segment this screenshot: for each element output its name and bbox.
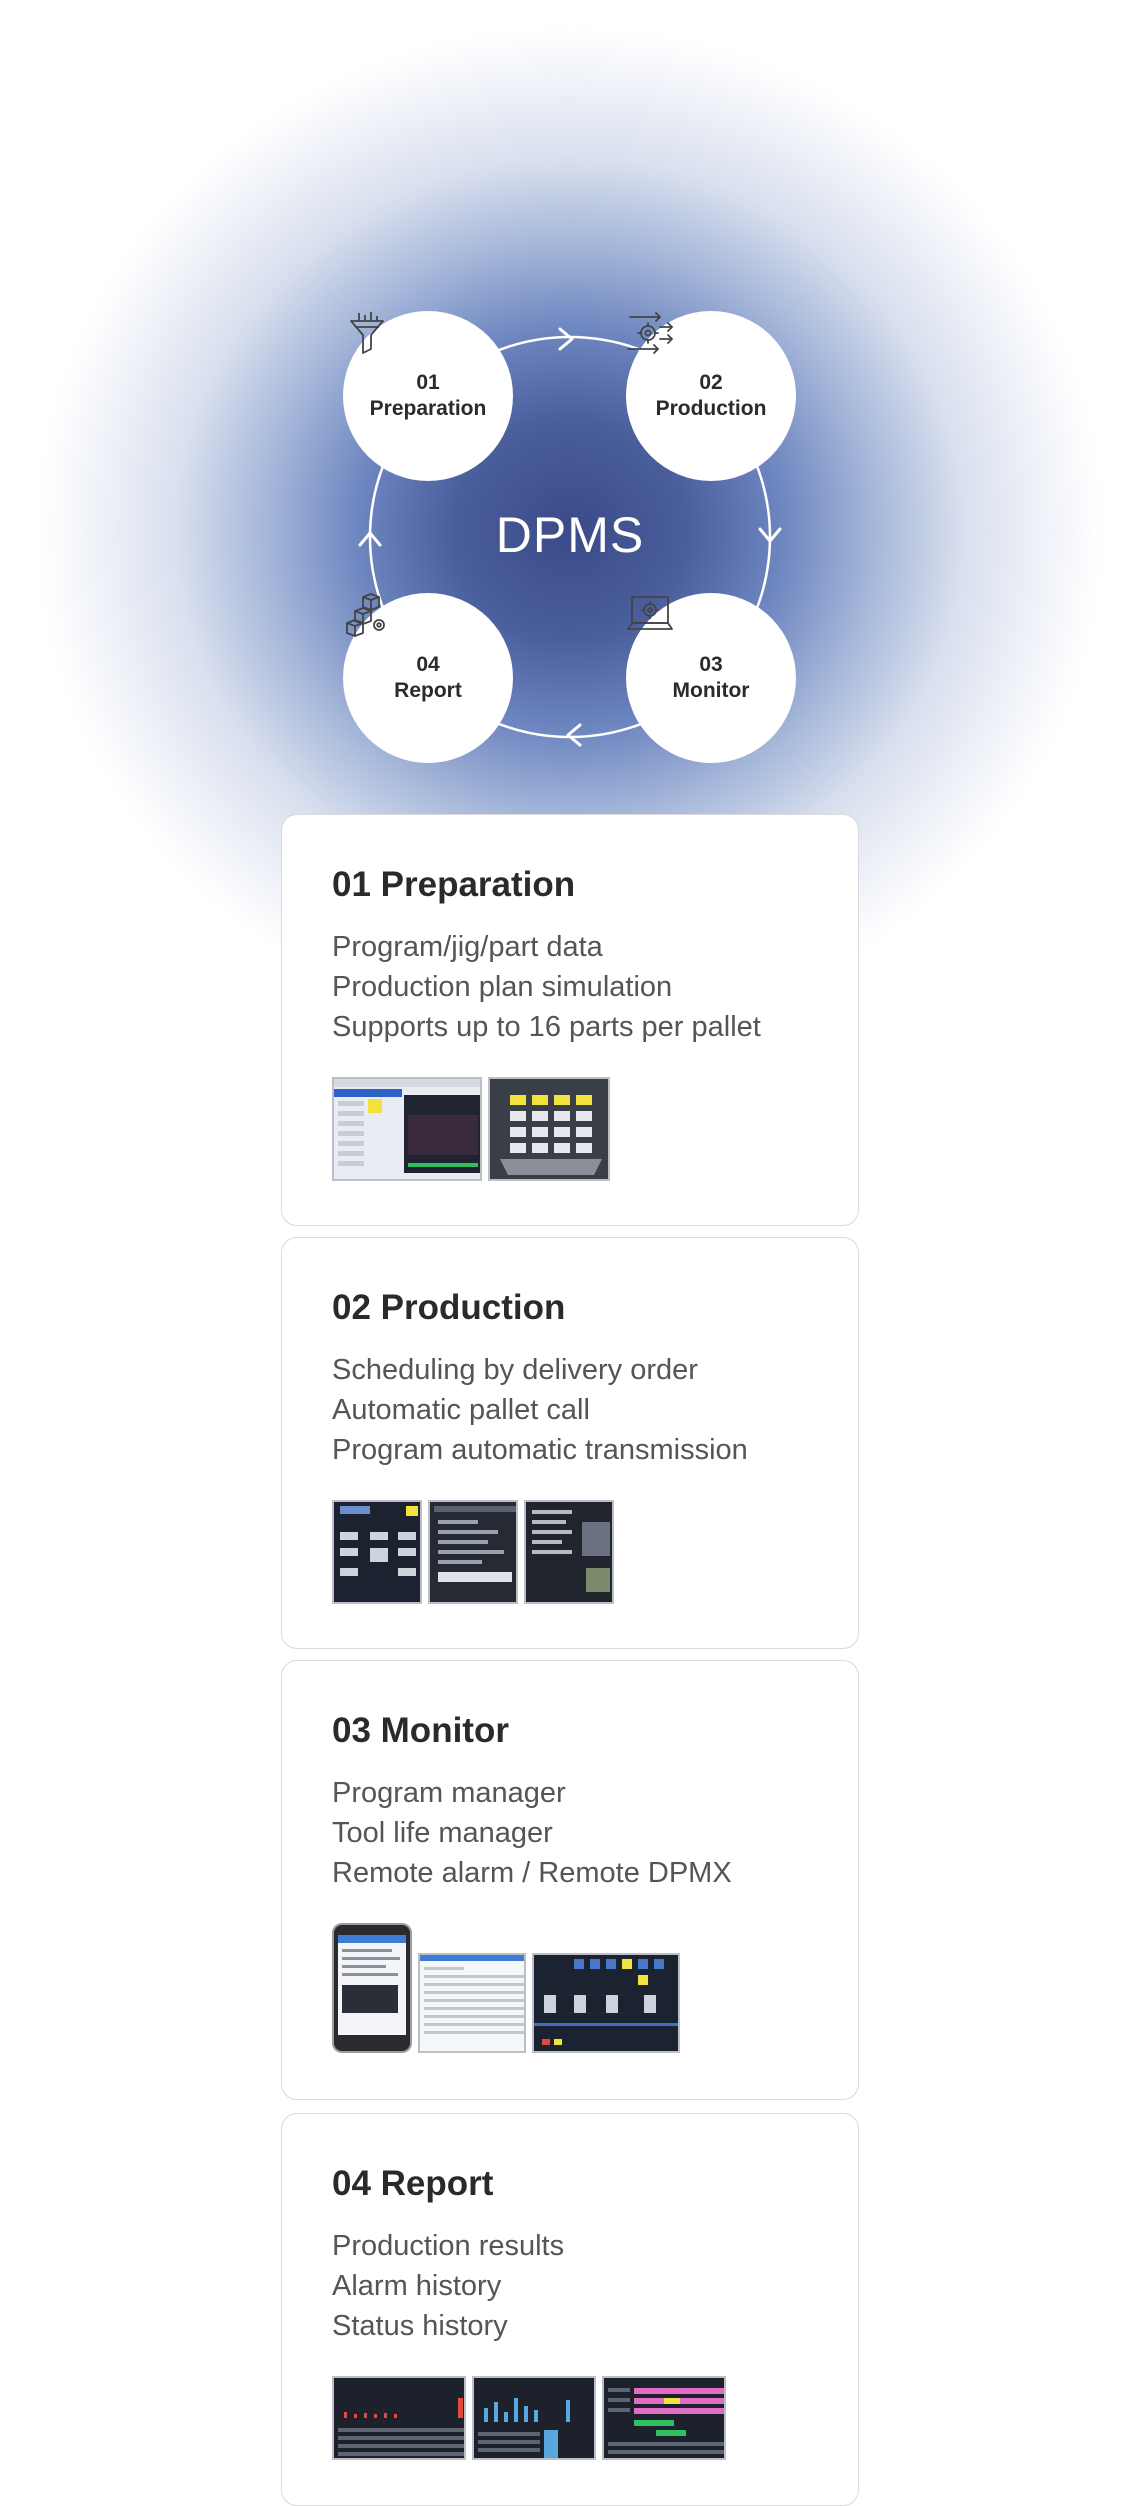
- step-node-preparation: 01 Preparation: [343, 311, 513, 481]
- feature-item: Program automatic transmission: [332, 1434, 748, 1466]
- step-number: 01: [416, 371, 440, 394]
- boxes-gear-icon: [346, 593, 385, 637]
- feature-list: Production results Alarm history Status …: [332, 2226, 858, 2346]
- feature-item: Scheduling by delivery order: [332, 1354, 698, 1386]
- screenshot-thumbnail: [472, 2376, 596, 2460]
- feature-item: Program/jig/part data: [332, 931, 603, 963]
- gear-arrows-icon: [627, 312, 674, 354]
- card-production: 02 Production Scheduling by delivery ord…: [281, 1237, 859, 1649]
- screenshot-thumbnail: [488, 1077, 610, 1181]
- feature-item: Production results: [332, 2230, 565, 2262]
- screenshot-thumbnails: [332, 2376, 858, 2460]
- card-title: 02 Production: [332, 1288, 566, 1327]
- screenshot-thumbnail: [332, 1077, 482, 1181]
- step-name: Preparation: [369, 397, 487, 420]
- step-name: Production: [655, 397, 767, 420]
- arrow-left-icon: [566, 723, 582, 747]
- feature-item: Status history: [332, 2310, 508, 2342]
- screenshot-thumbnail: [428, 1500, 518, 1604]
- feature-item: Supports up to 16 parts per pallet: [332, 1011, 761, 1043]
- feature-item: Program manager: [332, 1777, 566, 1809]
- step-node-monitor: 03 Monitor: [626, 593, 796, 763]
- screenshot-thumbnail: [332, 2376, 466, 2460]
- screenshot-thumbnail: [418, 1953, 526, 2053]
- screenshot-thumbnail: [524, 1500, 614, 1604]
- feature-list: Scheduling by delivery order Automatic p…: [332, 1350, 858, 1470]
- laptop-gear-icon: [627, 596, 673, 630]
- cycle-ring: [358, 327, 782, 747]
- feature-list: Program manager Tool life manager Remote…: [332, 1773, 858, 1893]
- feature-item: Remote alarm / Remote DPMX: [332, 1857, 732, 1889]
- screenshot-thumbnail: [532, 1953, 680, 2053]
- card-title: 04 Report: [332, 2164, 494, 2203]
- step-number: 03: [699, 653, 723, 676]
- step-name: Monitor: [672, 679, 750, 702]
- feature-list: Program/jig/part data Production plan si…: [332, 927, 858, 1047]
- screenshot-thumbnails: [332, 1077, 858, 1181]
- feature-item: Alarm history: [332, 2270, 502, 2302]
- feature-item: Automatic pallet call: [332, 1394, 590, 1426]
- screenshot-thumbnails: [332, 1500, 858, 1604]
- card-title: 01 Preparation: [332, 865, 576, 904]
- screenshot-thumbnail: [332, 1500, 422, 1604]
- step-number: 04: [416, 653, 440, 676]
- step-number: 02: [699, 371, 723, 394]
- card-title: 03 Monitor: [332, 1711, 509, 1750]
- card-report: 04 Report Production results Alarm histo…: [281, 2113, 859, 2506]
- screenshot-thumbnails: [332, 1923, 858, 2053]
- arrow-down-icon: [758, 527, 782, 543]
- arrow-up-icon: [358, 531, 382, 547]
- feature-item: Production plan simulation: [332, 971, 673, 1003]
- arrow-right-icon: [558, 327, 574, 351]
- card-monitor: 03 Monitor Program manager Tool life man…: [281, 1660, 859, 2100]
- step-node-production: 02 Production: [626, 311, 796, 481]
- center-title: DPMS: [495, 507, 645, 563]
- dpms-cycle-diagram: DPMS 01 Preparation 02 Production: [0, 0, 1140, 800]
- feature-item: Tool life manager: [332, 1817, 553, 1849]
- phone-screenshot: [332, 1923, 412, 2053]
- card-preparation: 01 Preparation Program/jig/part data Pro…: [281, 814, 859, 1226]
- funnel-icon: [350, 312, 384, 354]
- step-name: Report: [394, 679, 462, 702]
- step-node-report: 04 Report: [343, 593, 513, 763]
- screenshot-thumbnail: [602, 2376, 726, 2460]
